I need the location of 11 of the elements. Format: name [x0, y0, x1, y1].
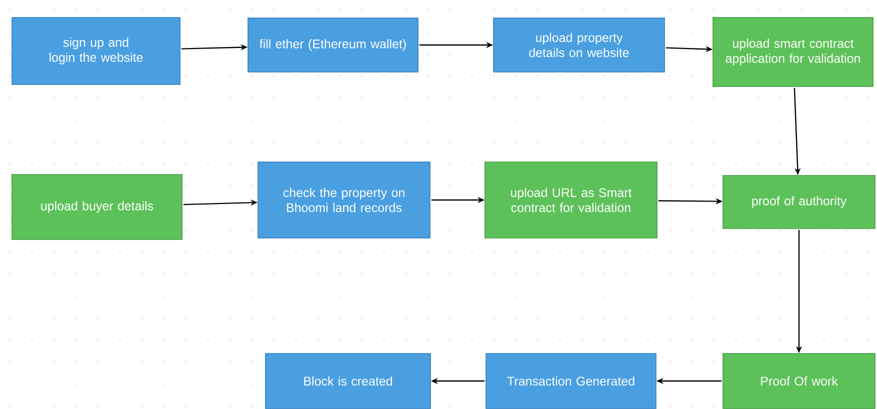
process-box: Block is created [265, 353, 431, 409]
process-box: upload property details on website [493, 18, 665, 72]
process-box: check the property on Bhoomi land records [258, 162, 430, 238]
process-box: proof of authority [722, 175, 876, 229]
process-box: fill ether (Ethereum wallet) [248, 18, 418, 72]
process-box: Proof Of work [722, 353, 876, 409]
process-box: upload smart contract application for validation [712, 17, 874, 87]
process-box: Transaction Generated [486, 353, 656, 409]
process-box: sign up and login the website [12, 17, 180, 85]
process-box: upload buyer details [12, 174, 182, 240]
process-box: upload URL as Smart contract for validation [484, 162, 658, 238]
